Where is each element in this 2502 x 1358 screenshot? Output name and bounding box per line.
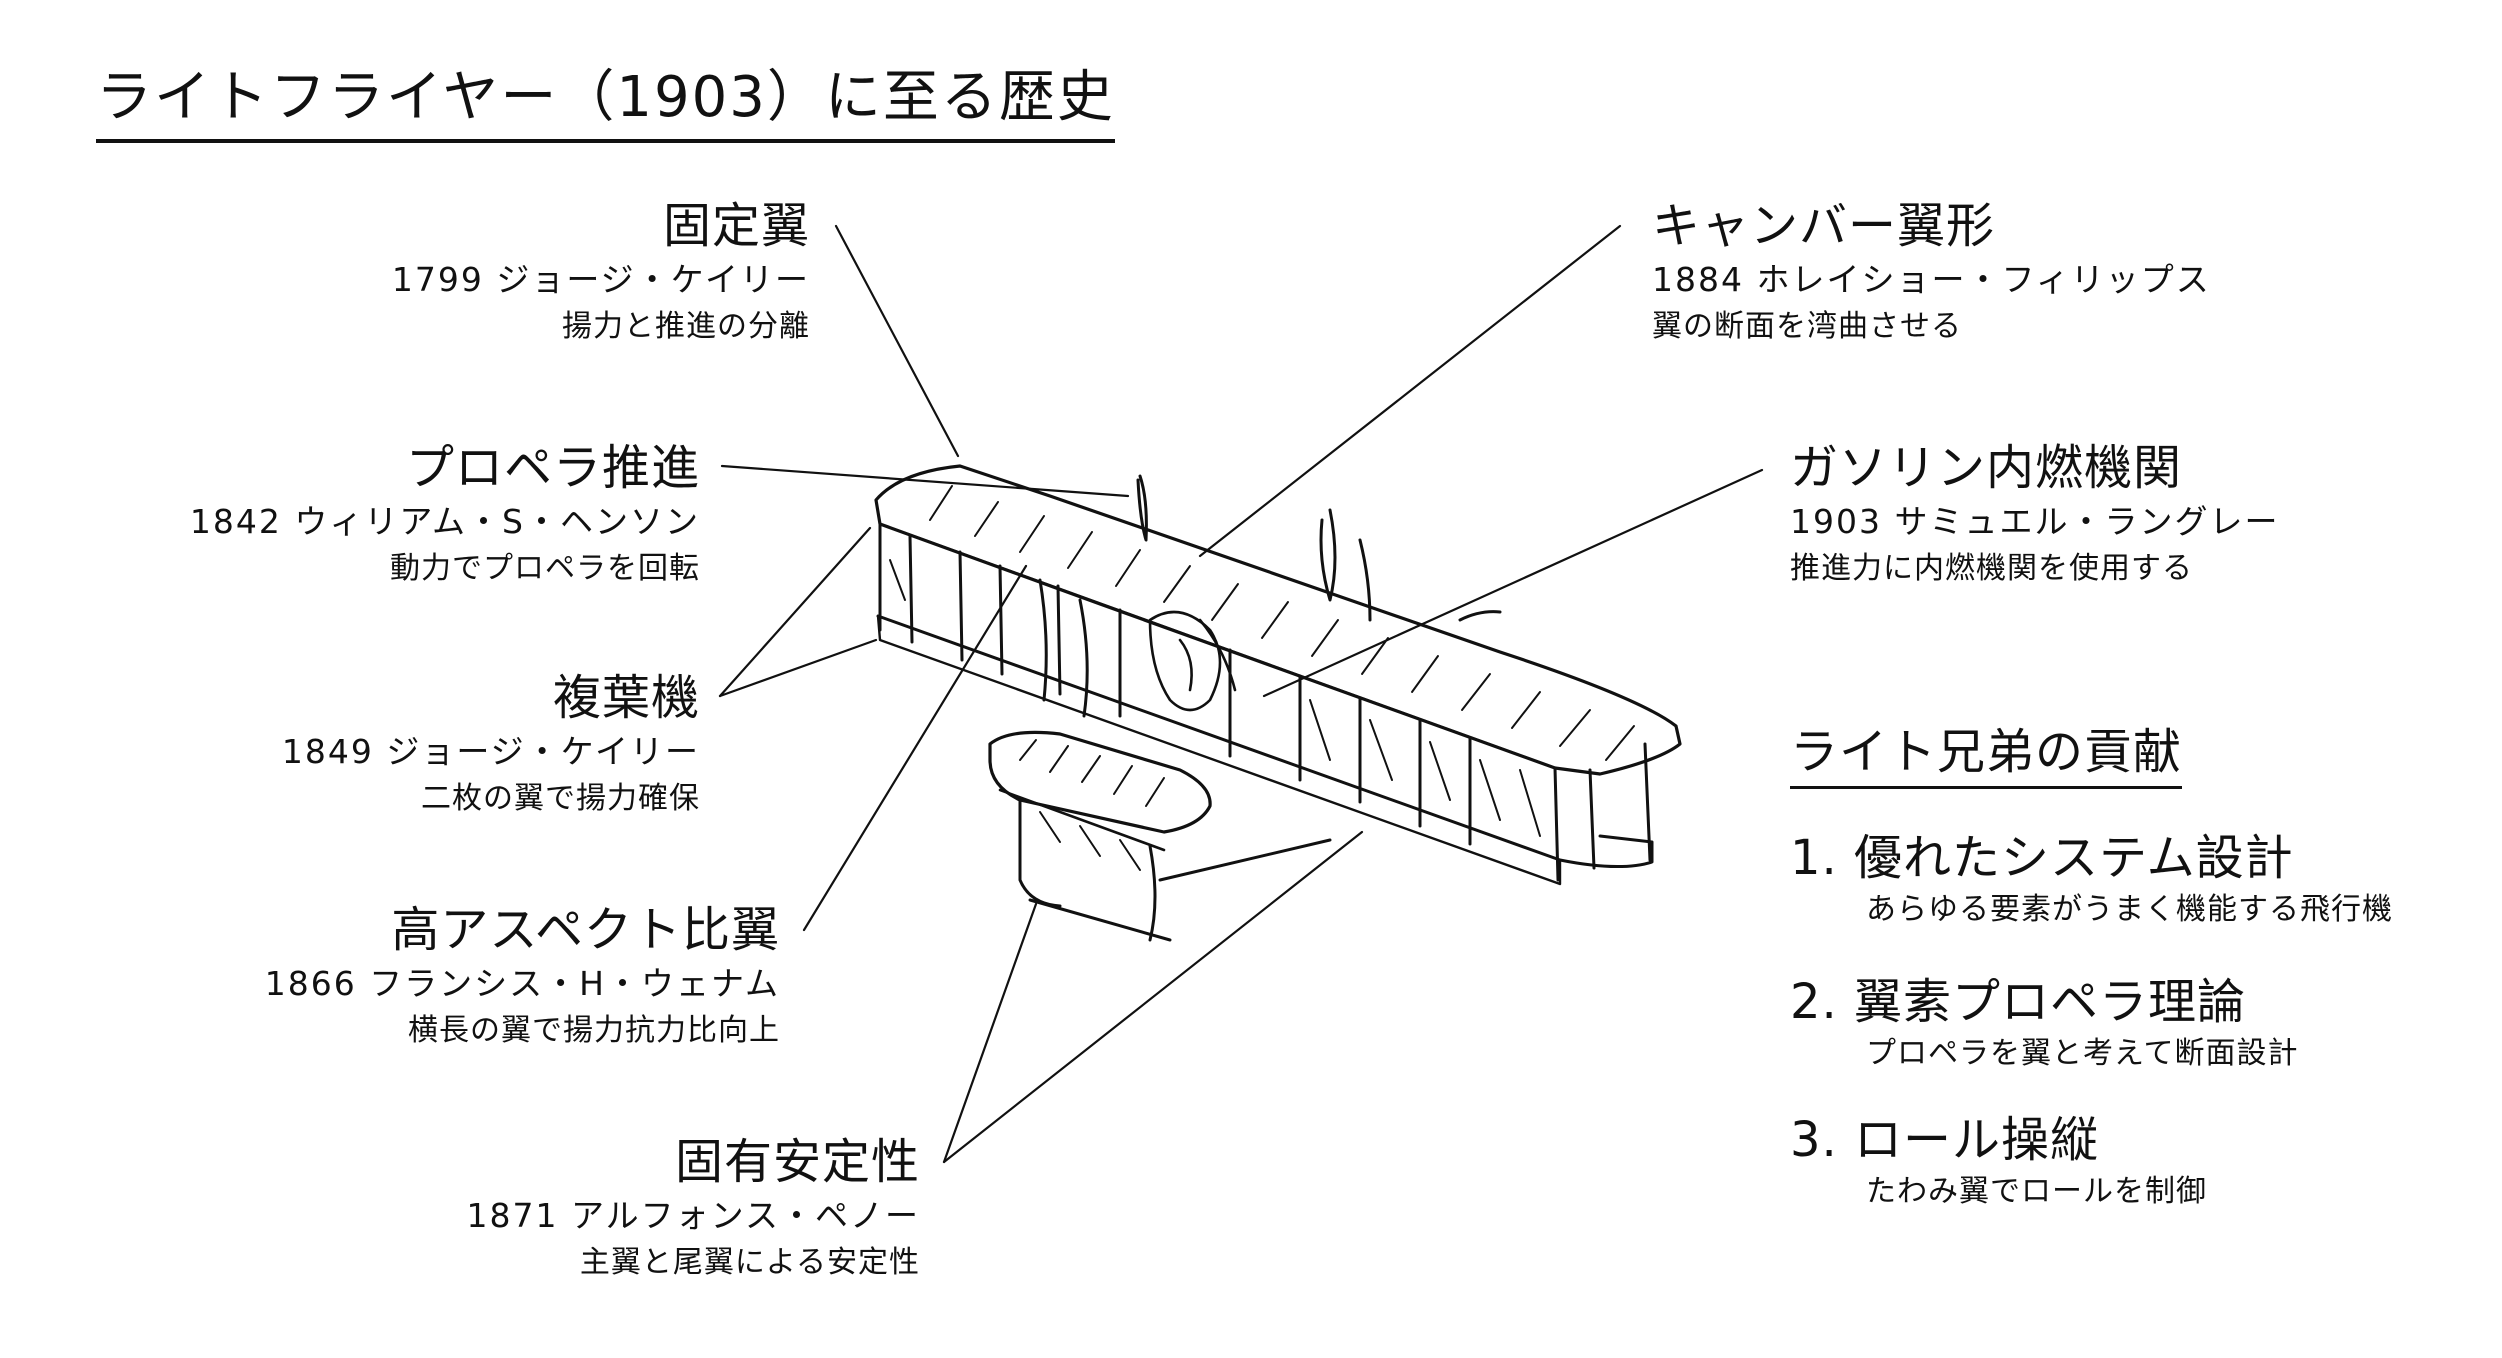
callout-description: 揚力と推進の分離 (562, 309, 810, 344)
callout-stability: 固有安定性 1871 アルフォンス・ペノー 主翼と尾翼による安定性 (467, 1132, 920, 1286)
landing-skids (1018, 798, 1332, 942)
callout-aspect-ratio: 高アスペクト比翼 1866 フランシス・H・ウェナム 横長の翼で揚力抗力比向上 (265, 900, 780, 1054)
upper-wing (874, 464, 1682, 776)
callout-heading: プロペラ推進 (405, 440, 700, 496)
callout-heading: ガソリン内燃機関 (1790, 440, 2183, 496)
callout-person: 1871 アルフォンス・ペノー (466, 1196, 920, 1235)
wright-item: 3. ロール操縦 たわみ翼でロールを制御 (1790, 1110, 2207, 1214)
wright-item-heading: 2. 翼素プロペラ理論 (1790, 974, 2247, 1030)
wright-item-heading: 3. ロール操縦 (1790, 1112, 2100, 1168)
wright-item-heading: 1. 優れたシステム設計 (1790, 830, 2294, 886)
leader-line-aspect-ratio (802, 564, 1028, 932)
callout-description: 翼の断面を湾曲させる (1652, 309, 1962, 344)
propellers (1038, 474, 1502, 718)
wright-item-description: たわみ翼でロールを制御 (1866, 1174, 2207, 1209)
wright-item: 1. 優れたシステム設計 あらゆる要素がうまく機能する飛行機 (1790, 828, 2393, 932)
elevator-hatching (1019, 739, 1165, 871)
wright-item-description: プロペラを翼と考えて断面設計 (1866, 1036, 2299, 1071)
callout-description: 横長の翼で揚力抗力比向上 (408, 1013, 780, 1048)
leader-line-biplane-upper (718, 526, 872, 698)
callout-biplane: 複葉機 1849 ジョージ・ケイリー 二枚の翼で揚力確保 (282, 668, 700, 822)
leader-line-stability-wing (942, 830, 1364, 1164)
callout-description: 主翼と尾翼による安定性 (579, 1245, 920, 1280)
callout-description: 動力でプロペラを回転 (390, 551, 700, 586)
callout-person: 1884 ホレイショー・フィリップス (1652, 260, 2211, 299)
wright-title: ライト兄弟の貢献 (1790, 722, 2183, 789)
callout-description: 二枚の翼で揚力確保 (421, 781, 700, 816)
callout-person: 1903 サミュエル・ラングレー (1790, 502, 2280, 541)
callout-heading: キャンバー翼形 (1652, 198, 1996, 254)
leader-line-engine (1262, 468, 1764, 698)
wright-contributions: ライト兄弟の貢献 1. 優れたシステム設計 あらゆる要素がうまく機能する飛行機 … (1790, 722, 2392, 1209)
leader-line-fixed-wing (834, 224, 960, 458)
callout-person: 1866 フランシス・H・ウェナム (264, 964, 780, 1003)
callout-camber-airfoil: キャンバー翼形 1884 ホレイショー・フィリップス 翼の断面を湾曲させる (1652, 196, 2211, 350)
aircraft-sketch (874, 464, 1682, 942)
callout-heading: 複葉機 (552, 670, 700, 726)
leader-lines (718, 224, 1764, 1164)
callout-person: 1842 ウィリアム・S・ヘンソン (189, 502, 700, 541)
callout-propeller: プロペラ推進 1842 ウィリアム・S・ヘンソン 動力でプロペラを回転 (190, 438, 700, 592)
wing-hatching (889, 485, 1635, 837)
callout-person: 1799 ジョージ・ケイリー (391, 260, 810, 299)
callout-fixed-wing: 固定翼 1799 ジョージ・ケイリー 揚力と推進の分離 (392, 196, 810, 350)
leader-line-camber (1198, 224, 1622, 558)
lower-wing (876, 614, 1654, 868)
wright-item-description: あらゆる要素がうまく機能する飛行機 (1866, 892, 2393, 927)
callout-description: 推進力に内燃機関を使用する (1790, 551, 2193, 586)
wing-struts (878, 522, 1652, 882)
callout-person: 1849 ジョージ・ケイリー (281, 732, 700, 771)
front-elevator (988, 730, 1212, 834)
callout-heading: 固定翼 (662, 198, 810, 254)
leader-line-propeller (720, 464, 1130, 498)
wright-item: 2. 翼素プロペラ理論 プロペラを翼と考えて断面設計 (1790, 972, 2299, 1076)
callout-heading: 高アスペクト比翼 (391, 902, 780, 958)
callout-heading: 固有安定性 (674, 1134, 920, 1190)
leader-line-biplane-lower (718, 638, 878, 698)
callout-gasoline-engine: ガソリン内燃機関 1903 サミュエル・ラングレー 推進力に内燃機関を使用する (1790, 438, 2279, 592)
engine-area (1148, 610, 1237, 712)
page-title: ライトフライヤー（1903）に至る歴史 (96, 52, 1115, 143)
leader-line-stability-tail (942, 902, 1038, 1164)
